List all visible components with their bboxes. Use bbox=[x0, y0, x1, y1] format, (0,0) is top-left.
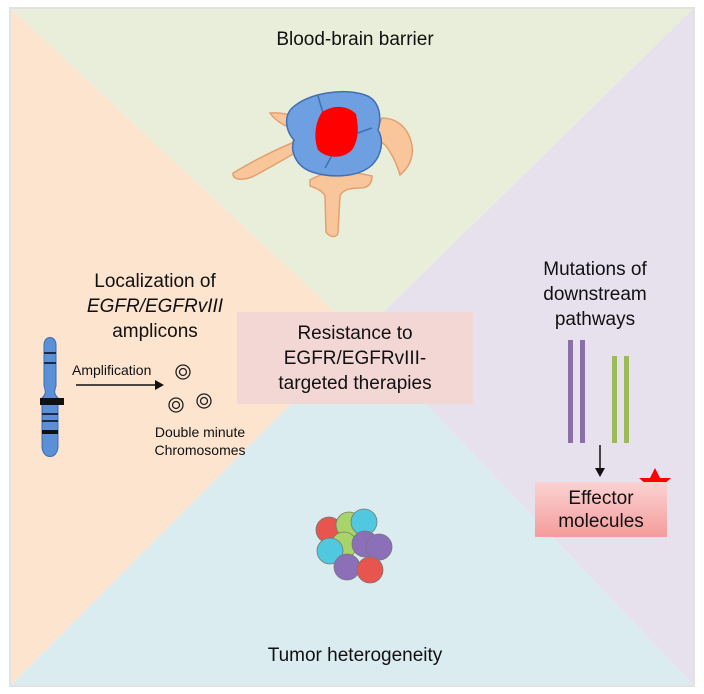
vessel-lumen-icon bbox=[315, 106, 358, 157]
amplification-label: Amplification bbox=[72, 362, 152, 378]
resistance-center-box: Resistance to EGFR/EGFRvIII- targeted th… bbox=[237, 312, 473, 404]
astrocyte-right-icon bbox=[370, 117, 413, 177]
downstream-mutations-label: Mutations of downstream pathways bbox=[543, 259, 647, 330]
quadrant-left bbox=[10, 8, 360, 686]
pathway-to-effector-arrowhead bbox=[595, 468, 605, 477]
double-minute-chromosomes-icon bbox=[168, 364, 212, 413]
effector-molecules-box: Effector molecules bbox=[535, 482, 667, 537]
frame-border bbox=[9, 7, 695, 687]
pathway-bar-purple-right bbox=[580, 340, 585, 443]
pathway-bar-purple-left bbox=[568, 340, 573, 443]
double-minute-label: Double minute Chromosomes bbox=[154, 424, 246, 458]
tumor-heterogeneity-label: Tumor heterogeneity bbox=[267, 645, 443, 666]
pathway-bar-green-left bbox=[612, 356, 617, 443]
quadrant-bottom bbox=[10, 335, 694, 686]
tumor-cell-cluster-icon bbox=[315, 508, 393, 584]
blood-brain-barrier-label: Blood-brain barrier bbox=[276, 29, 434, 50]
astrocyte-bottom-icon bbox=[309, 171, 373, 238]
chromosome-icon bbox=[40, 337, 64, 457]
localization-label: Localization of EGFR/EGFRvIII amplicons bbox=[86, 271, 224, 342]
blood-brain-barrier-illustration bbox=[232, 90, 413, 238]
amplification-arrowhead bbox=[155, 380, 164, 390]
pathway-bar-green-right bbox=[624, 356, 629, 443]
